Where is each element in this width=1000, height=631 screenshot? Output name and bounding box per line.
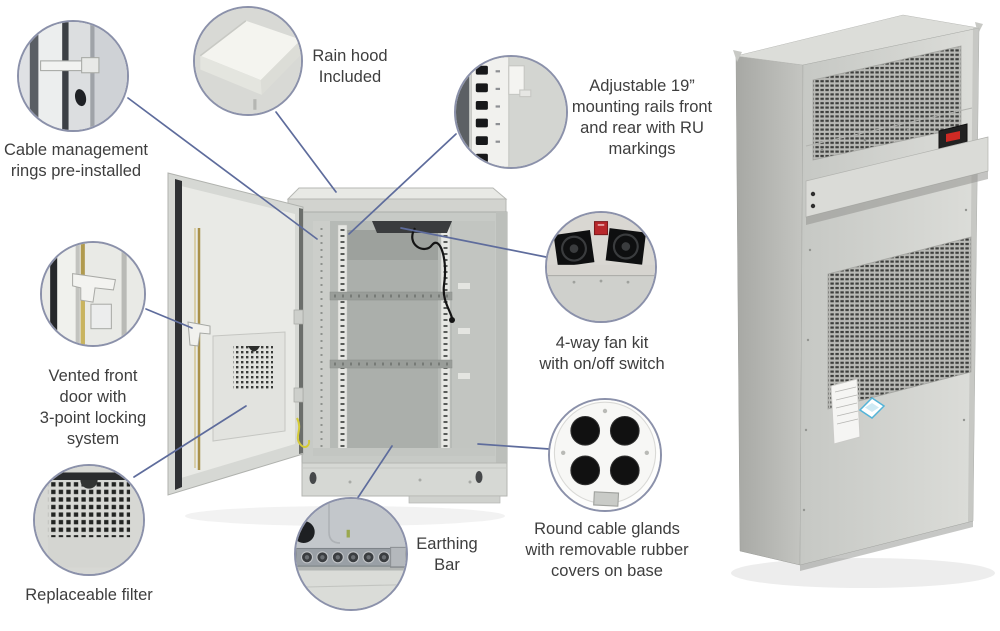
closed-cabinet-illustration [733, 14, 989, 571]
spec-label [830, 378, 861, 445]
fan-kit-icon [547, 213, 655, 321]
mounting-rail-icon [456, 57, 566, 167]
cable-ring-icon [19, 22, 127, 130]
fan-kit-label: 4-way fan kit with on/off switch [539, 334, 665, 373]
connector-cable-rings [127, 97, 318, 240]
callout-fan-kit-photo [545, 211, 657, 323]
closed-cabinet-side [735, 55, 804, 566]
door-lock-latch [187, 321, 211, 347]
vented-front-door [167, 172, 311, 496]
callout-filter-photo [33, 464, 145, 576]
connector-locking [145, 308, 193, 329]
callout-earthing-photo [294, 497, 408, 611]
callout-lock-photo [40, 241, 146, 347]
three-point-lock-icon [42, 243, 144, 345]
earthing-bar-icon [296, 499, 406, 609]
lower-vent-grille [827, 236, 972, 410]
rain-hood-label: Rain hood Included [312, 47, 388, 86]
callout-cable-rings-photo [17, 20, 129, 132]
cable-rings-label: Cable management rings pre-installed [3, 141, 148, 180]
earthing-bar-label: Earthing Bar [416, 535, 478, 574]
vented-door-label: Vented front door with 3-point locking s… [39, 367, 147, 448]
connector-lines [127, 97, 550, 500]
diamond-sticker [858, 397, 886, 419]
cable-glands-label: Round cable glands with removable rubber… [525, 520, 689, 580]
earth-wire [296, 417, 311, 448]
replaceable-filter-icon [35, 466, 143, 574]
open-cabinet-illustration [167, 172, 508, 504]
mounting-rails-label: Adjustable 19” mounting rails front and … [571, 77, 713, 158]
power-cable [411, 227, 454, 319]
fan-tray [372, 221, 452, 233]
temperature-display [938, 123, 968, 150]
connector-glands [477, 443, 550, 450]
callout-rain-hood-photo [193, 6, 303, 116]
connector-mounting-rails [348, 133, 457, 235]
rain-hood-front [287, 198, 507, 213]
connector-earthing [356, 445, 393, 500]
rain-hood-icon [195, 8, 301, 114]
callout-mounting-rail-photo [454, 55, 568, 169]
filter-label: Replaceable filter [25, 586, 153, 604]
cable-glands-icon [550, 400, 660, 510]
connector-fan-kit [400, 227, 547, 258]
connector-filter [133, 405, 247, 478]
callout-cable-glands-photo [548, 398, 662, 512]
closed-cabinet-shadow [731, 558, 995, 588]
connector-rain-hood [275, 111, 337, 193]
